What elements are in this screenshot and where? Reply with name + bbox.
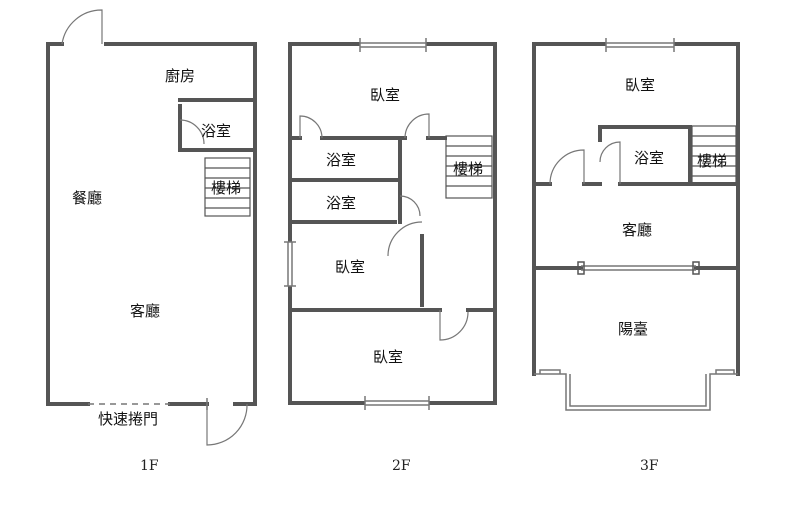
1f-top-door-swing [61,9,103,45]
3f-stairs-label: 樓梯 [697,152,727,170]
1f-bath-door-swing [179,119,205,145]
2f-lower-partitions [288,234,497,312]
3f-bath-walls [598,125,692,186]
1f-bath-walls [178,104,257,152]
floor-2f: 臥室 浴室 浴室 樓梯 臥室 臥室 2F [284,38,497,474]
3f-stair-steps [692,135,736,177]
1f-stairs-label: 樓梯 [211,179,241,197]
2f-bath-door-swing [399,195,421,217]
2f-door-swing-a [299,115,323,139]
3f-balcony-railing [534,369,738,411]
3f-outer-walls [532,42,740,376]
2f-bedroom-mid-label: 臥室 [335,258,365,276]
1f-dining-label: 餐廳 [72,189,102,207]
1f-living-label: 客廳 [130,302,160,320]
3f-bedroom-door-swing [549,149,585,185]
2f-left-window [284,241,296,287]
3f-floor-label: 3F [640,458,659,474]
2f-floor-label: 2F [392,458,411,474]
1f-stair-box [204,157,251,217]
2f-bedroom-top-label: 臥室 [370,86,400,104]
2f-top-window [359,38,427,52]
2f-bath1-label: 浴室 [326,151,356,169]
3f-balcony-label: 陽臺 [618,320,648,338]
2f-mid-door-swing [387,221,423,257]
3f-top-window [605,38,675,52]
2f-stair-steps [446,145,492,187]
1f-stair-steps [205,167,250,209]
1f-kitchen-label: 廚房 [165,67,195,85]
2f-bedroom-bottom-label: 臥室 [373,348,403,366]
2f-stair-box [445,135,493,199]
2f-bottom-window [364,396,430,410]
1f-front-door-swing [206,403,248,446]
3f-living-label: 客廳 [622,221,652,239]
3f-bath-door-swing [599,141,621,184]
floor-1f: 廚房 浴室 樓梯 餐廳 客廳 快速捲門 1F [46,9,257,474]
3f-bath-label: 浴室 [634,149,664,167]
1f-shutter-label: 快速捲門 [98,410,158,428]
3f-bedroom-label: 臥室 [625,76,655,94]
2f-stairs-label: 樓梯 [453,160,483,178]
2f-door-swing-b [404,113,430,139]
2f-bath2-label: 浴室 [326,194,356,212]
1f-outer-walls [46,42,257,406]
2f-bottom-door-swing [439,310,469,341]
1f-floor-label: 1F [140,458,159,474]
1f-bath-label: 浴室 [201,122,231,140]
floor-3f: 臥室 浴室 樓梯 客廳 陽臺 3F [532,38,740,474]
3f-sliding-door [577,261,700,275]
